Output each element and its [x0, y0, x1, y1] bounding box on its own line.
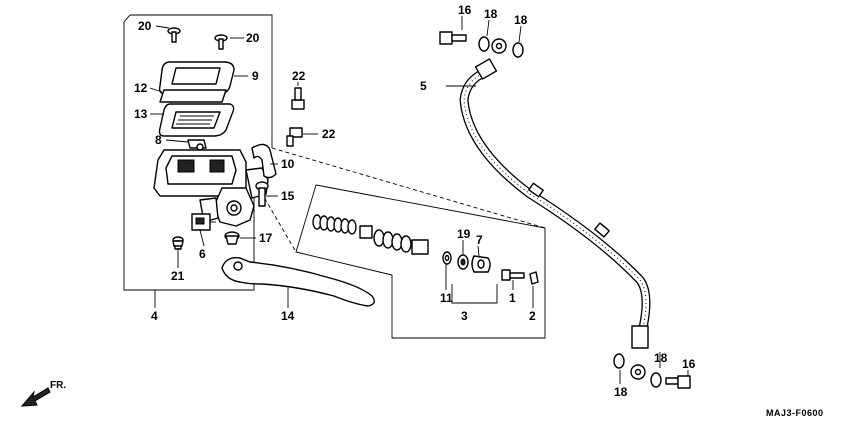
callout-10: 10 — [281, 157, 295, 171]
spring-assembly — [312, 214, 429, 255]
dash-line-upper — [271, 147, 546, 229]
direction-label: FR. — [50, 380, 66, 391]
bolt-22-lower — [286, 127, 303, 147]
banjo-bolt-16-lower — [665, 375, 691, 389]
callout-5: 5 — [420, 79, 427, 93]
callout-1: 1 — [509, 291, 516, 305]
callout-14: 14 — [281, 309, 295, 323]
leader-lines — [149, 16, 689, 384]
callout-18a: 18 — [484, 7, 498, 21]
piston-kit-frame — [295, 184, 546, 339]
master-cylinder-body — [153, 149, 269, 227]
screw-17 — [224, 231, 240, 245]
pivot-bolt-15 — [255, 181, 269, 207]
callout-22a: 22 — [292, 69, 306, 83]
callout-16a: 16 — [458, 3, 472, 17]
callout-19: 19 — [457, 227, 471, 241]
callout-8: 8 — [155, 133, 162, 147]
callout-18d: 18 — [654, 351, 668, 365]
callout-13: 13 — [134, 107, 148, 121]
washer-18-lower-a — [613, 353, 625, 369]
callout-21: 21 — [171, 269, 185, 283]
callout-2: 2 — [529, 309, 536, 323]
callout-7: 7 — [476, 233, 483, 247]
callout-3: 3 — [461, 309, 468, 323]
holder-10 — [251, 143, 277, 179]
banjo-bolt-16-upper — [439, 31, 467, 45]
clutch-lever-14 — [221, 257, 375, 307]
washer-18-upper-b — [512, 42, 524, 58]
screw-21 — [172, 236, 184, 250]
screw-20-left — [167, 27, 181, 43]
boot-7 — [471, 255, 491, 273]
diaphragm-13 — [158, 103, 235, 137]
callout-20b: 20 — [246, 31, 260, 45]
callout-18c: 18 — [614, 385, 628, 399]
callout-16b: 16 — [682, 357, 696, 371]
callout-17: 17 — [259, 231, 273, 245]
callout-18b: 18 — [514, 13, 528, 27]
bracket-3 — [451, 284, 498, 304]
nut-2 — [529, 271, 539, 285]
clutch-hose-5 — [459, 58, 651, 349]
callout-11: 11 — [440, 291, 453, 305]
banjo-fitting-lower — [630, 364, 646, 380]
assembly-frame-4 — [130, 14, 273, 148]
callout-9: 9 — [252, 69, 259, 83]
float-8 — [187, 139, 207, 151]
reservoir-cap-9 — [158, 61, 235, 95]
washer-11 — [442, 251, 452, 265]
banjo-fitting-upper — [491, 38, 507, 54]
diagram-code: MAJ3-F0600 — [766, 408, 824, 418]
push-rod-1 — [501, 269, 525, 281]
callout-6: 6 — [199, 247, 206, 261]
plate-12 — [159, 89, 227, 103]
callout-4: 4 — [151, 309, 158, 323]
washer-18-upper-a — [478, 36, 490, 52]
front-direction-arrow: FR. — [20, 380, 66, 407]
callout-20a: 20 — [138, 19, 152, 33]
callout-15: 15 — [281, 189, 295, 203]
circlip-19 — [457, 254, 469, 270]
callout-12: 12 — [134, 81, 148, 95]
washer-18-lower-b — [650, 372, 662, 388]
bolt-22-upper — [291, 87, 305, 110]
callout-22b: 22 — [322, 127, 336, 141]
clutch-switch-6 — [191, 213, 216, 231]
screw-20-right — [214, 34, 228, 50]
